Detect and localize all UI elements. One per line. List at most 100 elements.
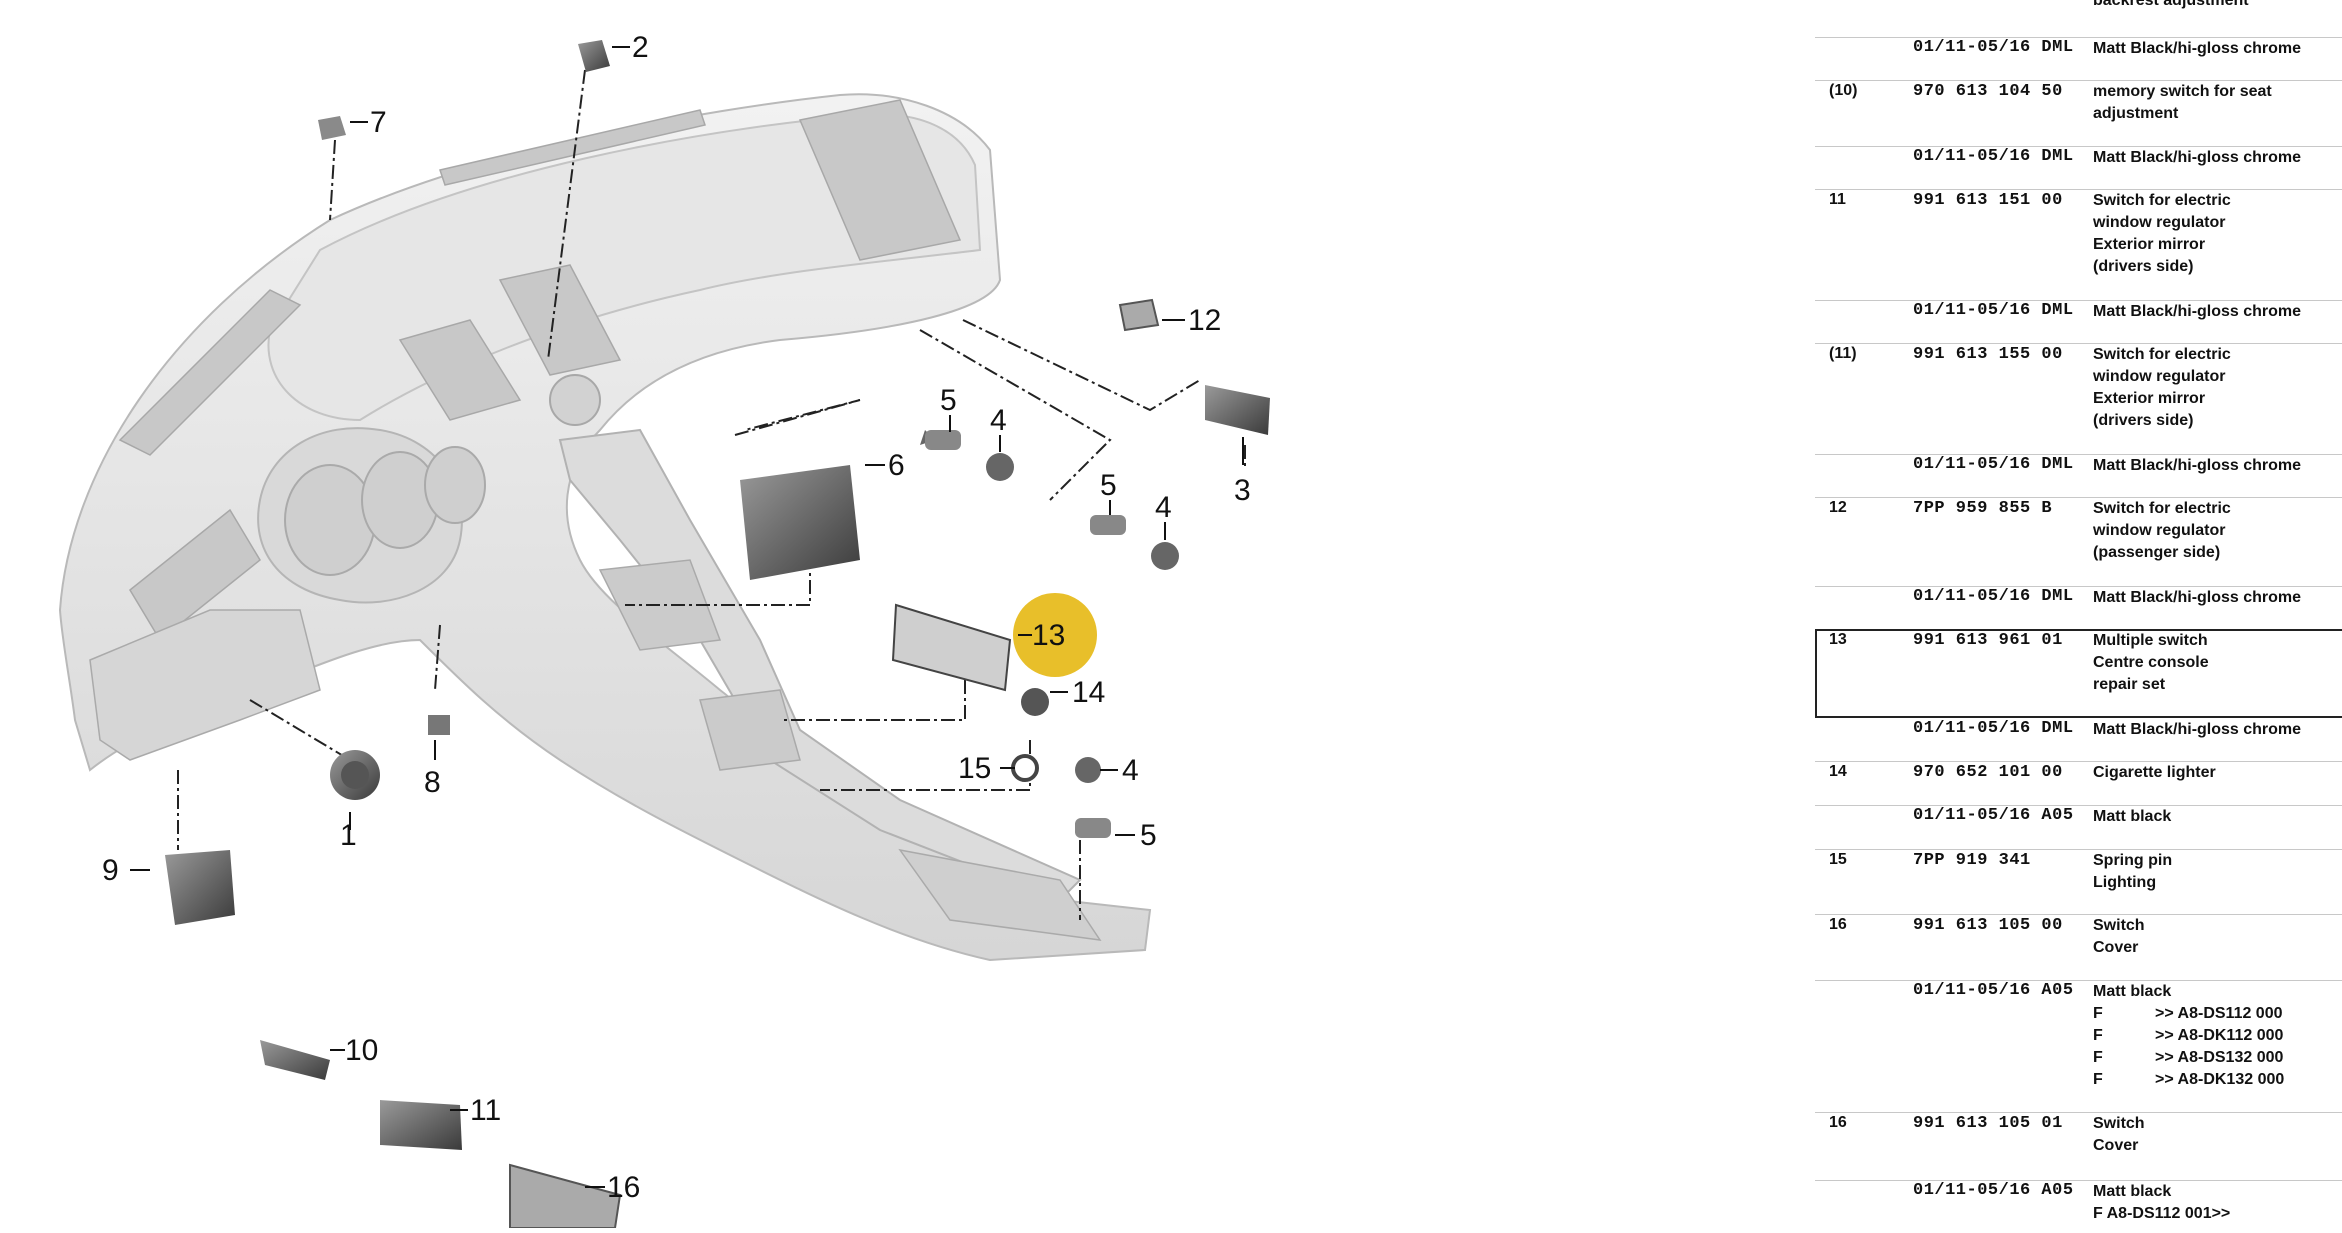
row-separator <box>1815 849 2342 850</box>
desc-line: Matt black <box>2093 983 2172 1000</box>
item-number: 14 <box>1829 763 1847 780</box>
partial-desc: backrest adjustment <box>2093 0 2249 9</box>
table-row-partial: backrest adjustment <box>1815 0 2342 20</box>
desc-line: repair set <box>2093 676 2166 693</box>
callout-6: 6 <box>888 449 905 482</box>
part-number: 991 613 105 01 <box>1913 1114 2063 1133</box>
part-number: 01/11-05/16 DML <box>1913 147 2074 166</box>
part-number: 01/11-05/16 DML <box>1913 455 2074 474</box>
part-number: 970 652 101 00 <box>1913 763 2063 782</box>
row-separator <box>1815 1112 2342 1113</box>
row-separator <box>1815 37 2342 38</box>
part-number: 01/11-05/16 A05 <box>1913 981 2074 1000</box>
desc-line: Switch for electric <box>2093 500 2231 517</box>
callout-5c: 5 <box>1140 819 1157 852</box>
item-number: (11) <box>1829 345 1857 362</box>
item-number: 15 <box>1829 851 1847 868</box>
desc-line: Exterior mirror <box>2093 236 2206 253</box>
filter-code: >> A8-DK132 000 <box>2155 1071 2285 1088</box>
filter-code: >> A8-DK112 000 <box>2155 1027 2284 1044</box>
desc-line: Switch <box>2093 1115 2145 1132</box>
parts <box>165 40 1270 1229</box>
part-number: 970 613 104 50 <box>1913 82 2063 101</box>
callout-4b: 4 <box>1155 491 1172 524</box>
row-separator <box>1815 454 2342 455</box>
callout-14: 14 <box>1072 676 1105 709</box>
item-number: (10) <box>1829 82 1858 99</box>
callout-13-highlight <box>1013 593 1097 677</box>
row-separator <box>1815 80 2342 81</box>
leader-lines <box>177 69 1246 920</box>
filter-code: >> A8-DS132 000 <box>2155 1049 2284 1066</box>
callout-8: 8 <box>424 766 441 799</box>
row-separator <box>1815 586 2342 587</box>
part-number: 01/11-05/16 DML <box>1913 587 2074 606</box>
callout-2: 2 <box>632 31 649 64</box>
filter-flag: F <box>2093 1005 2103 1022</box>
row-separator <box>1815 980 2342 981</box>
row-separator <box>1815 300 2342 301</box>
row-separator <box>1815 761 2342 762</box>
exploded-parts-diagram: 1 2 3 4 4 4 5 5 5 6 7 8 9 10 11 12 13 14 <box>58 31 1270 1229</box>
callout-15: 15 <box>958 752 991 785</box>
callout-9: 9 <box>102 854 119 887</box>
desc-line: Matt Black/hi-gloss chrome <box>2093 149 2302 166</box>
desc-line: Spring pin <box>2093 852 2173 869</box>
diagram-svg: 1 2 3 4 4 4 5 5 5 6 7 8 9 10 11 12 13 14 <box>58 31 1270 1229</box>
item-number: 16 <box>1829 1114 1847 1131</box>
filter-flag: F <box>2093 1027 2103 1044</box>
filter-code: >> A8-DS112 000 <box>2155 1005 2283 1022</box>
part-number: 01/11-05/16 DML <box>1913 719 2074 738</box>
desc-line: Matt Black/hi-gloss chrome <box>2093 721 2302 738</box>
callout-10: 10 <box>345 1034 378 1067</box>
parts-table: backrest adjustment 01/11-05/16 DML Matt… <box>1815 0 2342 1228</box>
desc-line: F A8-DS112 001>> <box>2093 1205 2231 1222</box>
desc-line: Exterior mirror <box>2093 390 2206 407</box>
desc-line: Multiple switch <box>2093 632 2208 649</box>
row-separator <box>1815 189 2342 190</box>
part-number: 991 613 105 00 <box>1913 916 2063 935</box>
callout-3: 3 <box>1234 474 1251 507</box>
row-separator <box>1815 146 2342 147</box>
desc-line: Matt Black/hi-gloss chrome <box>2093 40 2302 57</box>
callout-16: 16 <box>607 1171 640 1204</box>
part-number: 01/11-05/16 DML <box>1913 38 2074 57</box>
desc-line: Cover <box>2093 939 2139 956</box>
item-number: 12 <box>1829 499 1847 516</box>
desc-line: (drivers side) <box>2093 258 2194 275</box>
desc-line: Switch for electric <box>2093 192 2231 209</box>
row-separator <box>1815 343 2342 344</box>
desc-line: Switch <box>2093 917 2145 934</box>
part-number: 01/11-05/16 A05 <box>1913 1181 2074 1200</box>
row-separator <box>1815 497 2342 498</box>
desc-line: (drivers side) <box>2093 412 2194 429</box>
callout-4c: 4 <box>1122 754 1139 787</box>
desc-line: Cigarette lighter <box>2093 764 2216 781</box>
callout-11: 11 <box>470 1094 501 1127</box>
desc-line: Switch for electric <box>2093 346 2231 363</box>
callout-12: 12 <box>1188 304 1221 337</box>
part-number: 01/11-05/16 A05 <box>1913 806 2074 825</box>
desc-line: Lighting <box>2093 874 2157 891</box>
callout-1: 1 <box>340 819 357 852</box>
part-number: 7PP 959 855 B <box>1913 499 2053 518</box>
desc-line: Matt Black/hi-gloss chrome <box>2093 457 2302 474</box>
row-separator <box>1815 914 2342 915</box>
desc-line: window regulator <box>2093 368 2226 385</box>
desc-line: adjustment <box>2093 105 2179 122</box>
part-number: 01/11-05/16 DML <box>1913 301 2074 320</box>
desc-line: memory switch for seat <box>2093 83 2272 100</box>
item-number: 11 <box>1829 191 1846 208</box>
desc-line: Matt Black/hi-gloss chrome <box>2093 303 2302 320</box>
callout-4a: 4 <box>990 404 1007 437</box>
callout-5a: 5 <box>940 384 957 417</box>
row-separator <box>1815 805 2342 806</box>
desc-line: Cover <box>2093 1137 2139 1154</box>
desc-line: Matt black <box>2093 1183 2172 1200</box>
callout-5b: 5 <box>1100 469 1117 502</box>
item-number: 13 <box>1829 631 1847 648</box>
part-number: 991 613 961 01 <box>1913 631 2063 650</box>
desc-line: Matt black <box>2093 808 2172 825</box>
item-number: 16 <box>1829 916 1847 933</box>
filter-flag: F <box>2093 1049 2103 1066</box>
